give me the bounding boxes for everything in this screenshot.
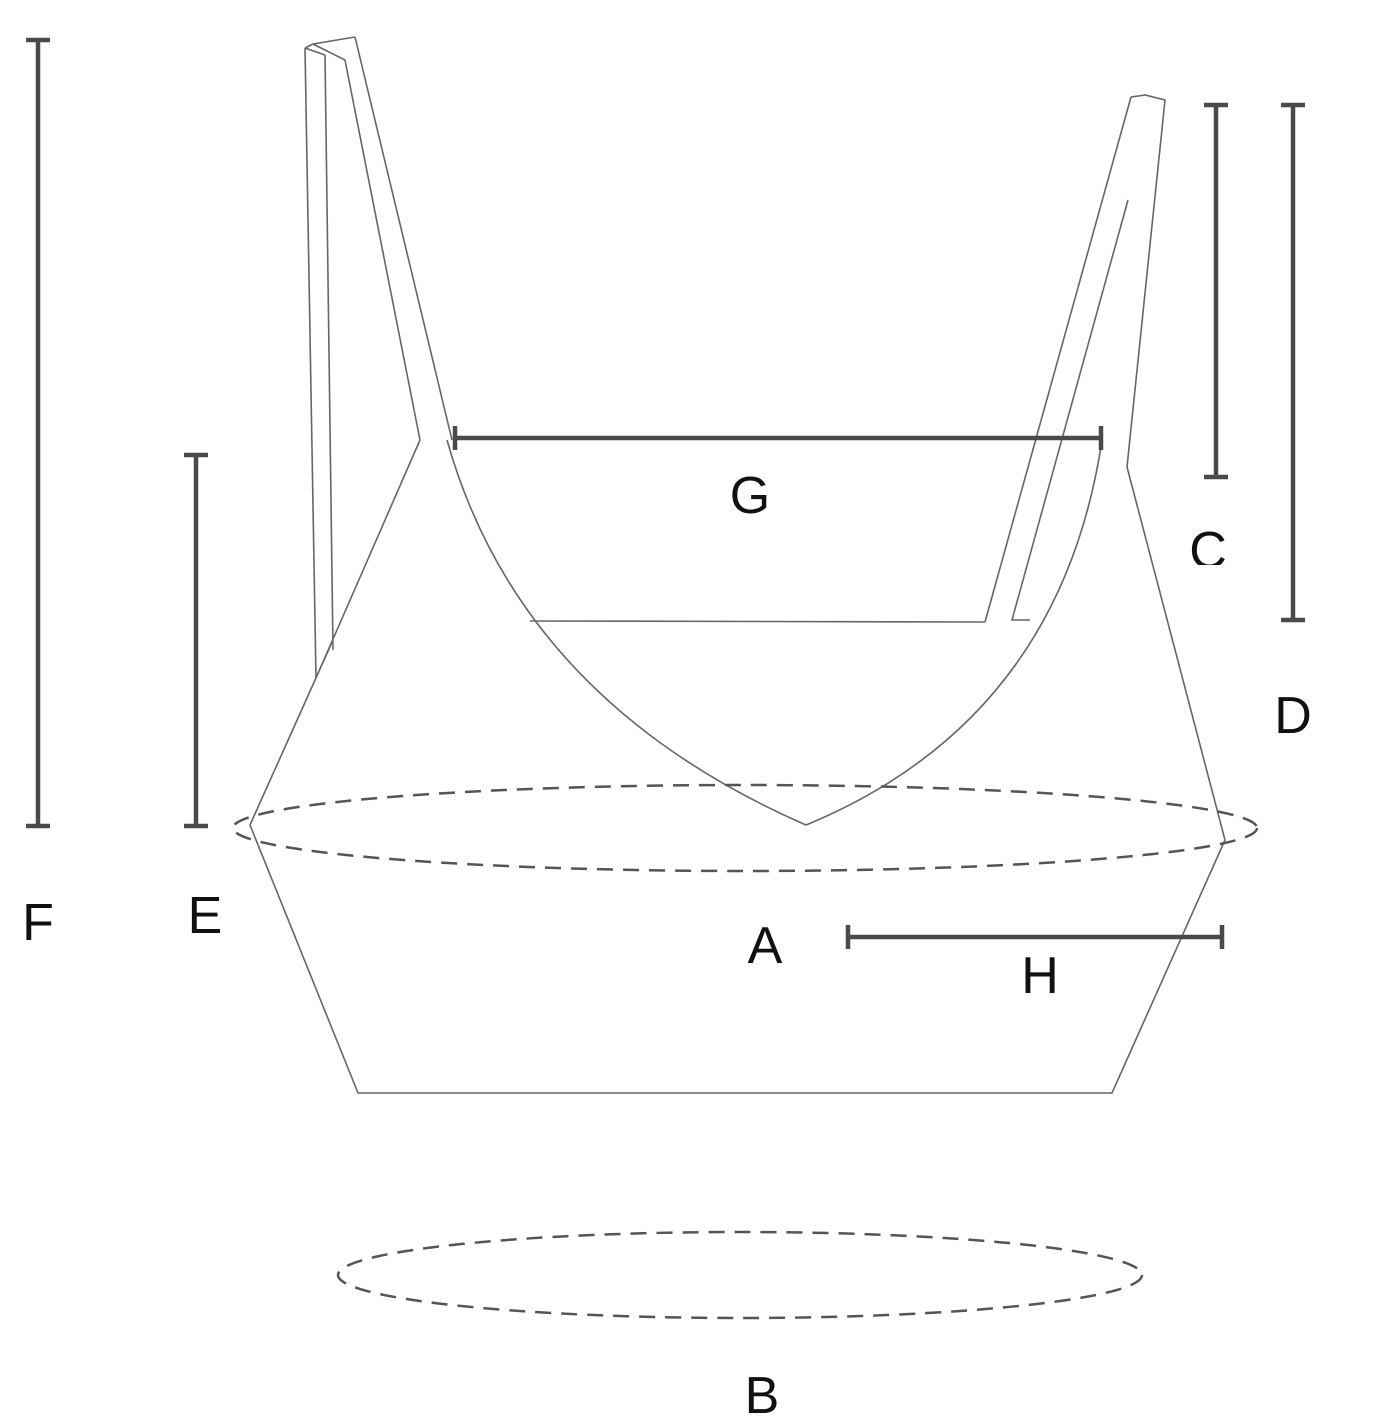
measure-G — [452, 426, 1104, 450]
label-H: H — [1021, 947, 1059, 1005]
label-G: G — [730, 467, 770, 525]
label-E: E — [188, 887, 223, 945]
label-C: C — [1189, 522, 1227, 580]
bra-body — [249, 439, 1226, 1094]
bottom-ellipse — [336, 1230, 1144, 1320]
left-strap — [304, 36, 453, 679]
measure-D — [1281, 102, 1305, 623]
measure-C — [1204, 102, 1228, 480]
label-D: D — [1274, 687, 1312, 745]
right-strap — [984, 94, 1166, 623]
label-B: B — [745, 1367, 780, 1421]
label-A: A — [748, 917, 783, 975]
underbust-ellipse — [231, 783, 1259, 873]
measure-H — [845, 925, 1225, 949]
measure-F — [26, 37, 50, 829]
measure-E — [184, 452, 208, 829]
label-F: F — [22, 894, 54, 952]
